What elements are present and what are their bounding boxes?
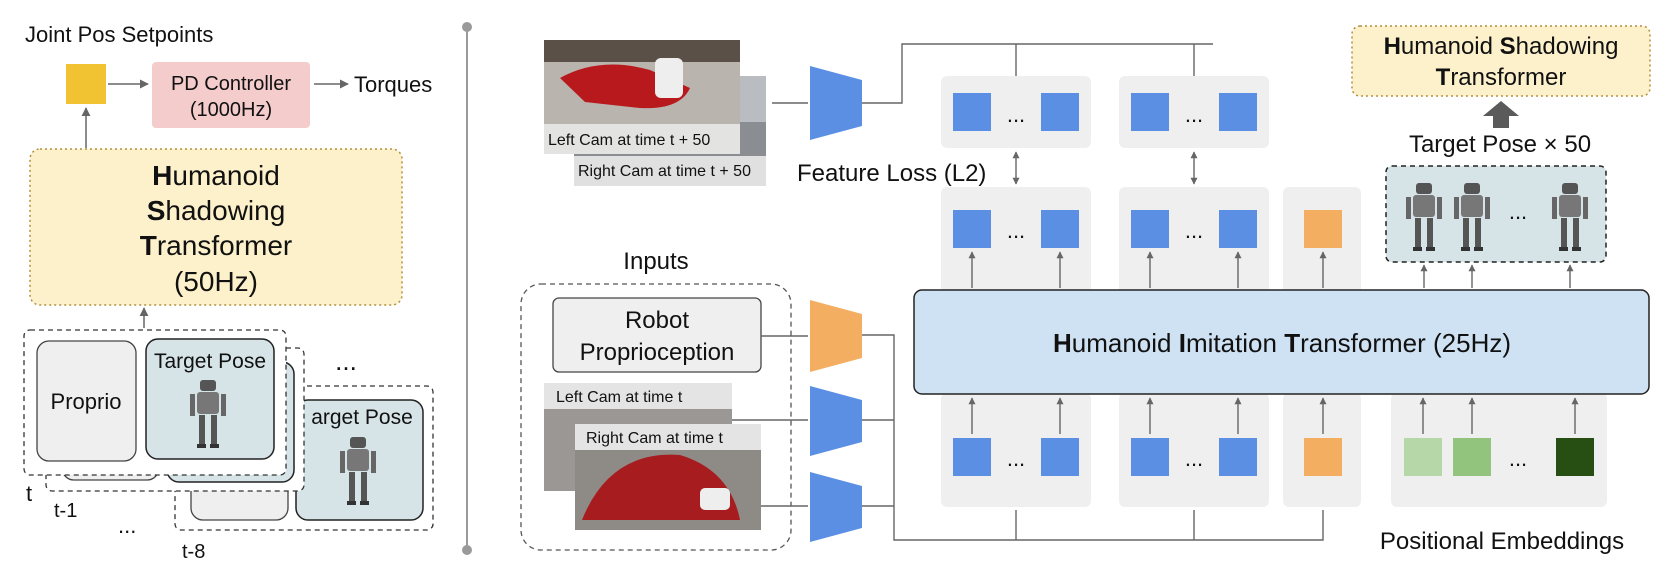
hit-box (913, 289, 1650, 395)
right-cam-future-label: Right Cam at time t + 50 (578, 163, 751, 180)
time-label-t8: t-8 (182, 541, 205, 563)
robot-proprioception-line-1: Robot (625, 307, 689, 334)
divider-cap-bottom (462, 545, 472, 555)
hit-word-1: umanoid (1072, 328, 1179, 358)
pd-frequency-label: (1000Hz) (190, 99, 272, 121)
hst-box (29, 148, 403, 306)
up-arrow-icon (1483, 101, 1519, 128)
positional-embedding-1 (1404, 438, 1442, 476)
inputs-box (520, 283, 792, 551)
hst-title-line-1: Humanoid Shadowing (1384, 33, 1619, 60)
line-encoder-to-targets (862, 43, 1213, 104)
token (1131, 210, 1169, 248)
hst-title-word-2: hadowing (1516, 33, 1619, 60)
target-pose-output-box (1385, 165, 1607, 263)
left-cam-now-label: Left Cam at time t (556, 389, 683, 406)
token (953, 93, 991, 131)
future-cam-encoder (810, 66, 862, 140)
token (1219, 210, 1257, 248)
token-proprio-output (1304, 210, 1342, 248)
gripper-icon (700, 488, 730, 510)
hit-initial-i: I (1179, 328, 1186, 358)
hst-initial-t: T (140, 230, 157, 261)
input-column-right (1119, 393, 1269, 507)
proprio-box (36, 340, 137, 462)
hst-line-2: Shadowing (147, 195, 286, 226)
hst-frequency: (50Hz) (174, 266, 258, 297)
hst-line-1: Humanoid (152, 160, 280, 191)
token (953, 438, 991, 476)
hst-initial-s: S (147, 195, 166, 226)
hit-initial-t: T (1284, 328, 1300, 358)
input-routing-lines (862, 334, 1324, 541)
hst-line-3: Transformer (140, 230, 292, 261)
hst-word-1: umanoid (172, 160, 279, 191)
token (1131, 438, 1169, 476)
token (1219, 93, 1257, 131)
gripper-icon (655, 58, 683, 98)
target-pose-label: Target Pose (154, 350, 266, 373)
token (1041, 93, 1079, 131)
token (953, 210, 991, 248)
pose-ellipsis: ... (1509, 199, 1527, 224)
time-label-t: t (26, 481, 32, 506)
token-ellipsis: ... (1185, 102, 1203, 127)
hit-initial-h: H (1053, 328, 1072, 358)
token-ellipsis: ... (1185, 218, 1203, 243)
hit-word-3: ransformer (25Hz) (1300, 328, 1511, 358)
history-ellipsis-top: ... (335, 346, 357, 376)
hit-word-2: mitation (1186, 328, 1284, 358)
hst-initial-h: H (152, 160, 172, 191)
divider-cap-top (462, 22, 472, 32)
token-ellipsis: ... (1007, 446, 1025, 471)
token-ellipsis: ... (1007, 218, 1025, 243)
robot-proprioception-line-2: Proprioception (580, 339, 735, 366)
positional-embeddings-label: Positional Embeddings (1380, 528, 1624, 555)
hst-title-line-2: Transformer (1436, 64, 1567, 91)
robot-proprioception-box (552, 297, 762, 373)
feature-loss-label: Feature Loss (L2) (797, 160, 986, 187)
input-arrows (968, 397, 1579, 434)
hst-word-3: ransformer (157, 230, 292, 261)
setpoints-label: Joint Pos Setpoints (25, 22, 213, 47)
token (1041, 210, 1079, 248)
hst-title-initial-h: H (1384, 33, 1401, 60)
positional-embedding-2 (1453, 438, 1491, 476)
hst-title-word-3: ransformer (1450, 64, 1566, 91)
hit-label: Humanoid Imitation Transformer (25Hz) (1053, 328, 1511, 358)
proprio-label: Proprio (51, 389, 122, 414)
input-column-left (941, 393, 1091, 507)
target-pose-x50-label: Target Pose × 50 (1409, 131, 1591, 158)
positional-embedding-n (1556, 438, 1594, 476)
hst-word-2: hadowing (165, 195, 285, 226)
token (1131, 93, 1169, 131)
proprio-encoder (810, 300, 862, 372)
right-cam-now-label: Right Cam at time t (586, 430, 723, 447)
setpoint-block (66, 64, 106, 104)
hst-title-word-1: umanoid (1401, 33, 1500, 60)
left-cam-encoder (810, 386, 862, 456)
token (1041, 438, 1079, 476)
right-cam-encoder (810, 472, 862, 542)
token-ellipsis: ... (1007, 102, 1025, 127)
history-ellipsis-bottom: ... (118, 513, 136, 538)
pd-controller-box (152, 62, 310, 128)
inputs-label: Inputs (623, 248, 688, 275)
embedding-ellipsis: ... (1509, 446, 1527, 471)
hst-title-initial-s: S (1500, 33, 1516, 60)
pd-controller-label: PD Controller (171, 73, 291, 95)
target-pose-label-t8: arget Pose (311, 406, 413, 429)
token (1219, 438, 1257, 476)
token-proprio-input (1304, 438, 1342, 476)
token-ellipsis: ... (1185, 446, 1203, 471)
left-cam-future-label: Left Cam at time t + 50 (548, 132, 710, 149)
output-arrows (968, 251, 1574, 288)
hst-title-initial-t: T (1436, 64, 1451, 91)
positional-embeddings-column (1391, 393, 1607, 507)
time-label-t1: t-1 (54, 500, 77, 522)
torques-label: Torques (354, 72, 432, 97)
hst-title-box (1351, 25, 1651, 97)
